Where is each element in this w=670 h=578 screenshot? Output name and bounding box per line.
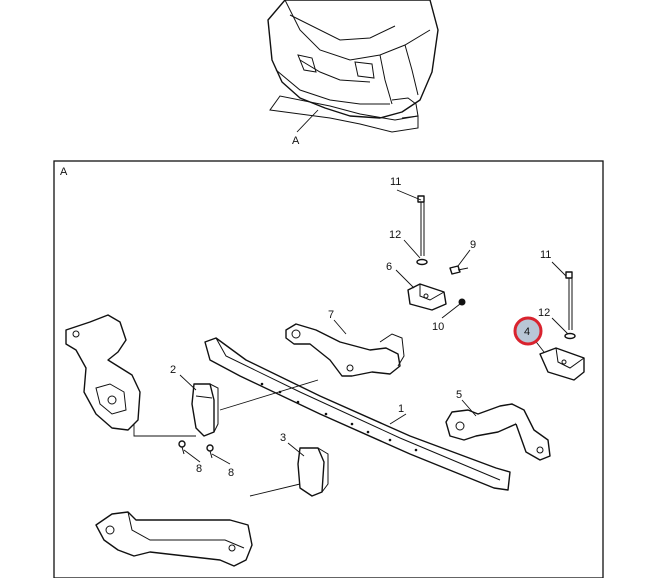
fastener-8-left	[178, 440, 186, 455]
callout-9: 9	[470, 239, 476, 251]
callout-ref-label: A	[292, 135, 300, 147]
vehicle-overview	[267, 0, 439, 133]
bolt-11-center	[417, 195, 425, 256]
left-tow-hook	[285, 323, 405, 377]
callout-5: 5	[456, 389, 462, 401]
callout-8-left: 8	[196, 463, 202, 475]
bolt-11-right	[565, 271, 573, 330]
callout-4[interactable]: 4	[524, 326, 530, 338]
bumper-beam	[204, 337, 511, 491]
frame-rail-upper-left	[65, 314, 141, 431]
washer-12-center	[416, 258, 428, 266]
left-support-bracket	[191, 383, 219, 437]
callout-3: 3	[280, 432, 286, 444]
callout-12-right: 12	[538, 307, 550, 319]
fastener-8-right	[206, 444, 214, 459]
highlight-ring[interactable]	[513, 316, 543, 346]
washer-12-right	[564, 332, 576, 340]
upper-bracket-right	[539, 347, 585, 381]
right-tow-hook	[445, 403, 551, 461]
callout-2: 2	[170, 364, 176, 376]
fastener-9	[449, 265, 469, 275]
nut-10	[458, 298, 466, 306]
view-label: A	[60, 166, 68, 178]
callout-1: 1	[398, 403, 404, 415]
leader-lines	[133, 189, 569, 497]
lower-bracket	[297, 447, 329, 497]
callout-10: 10	[432, 321, 444, 333]
detail-frame	[53, 160, 604, 578]
upper-bracket-center	[407, 283, 447, 311]
callout-8-right: 8	[228, 467, 234, 479]
callout-12-center: 12	[389, 229, 401, 241]
callout-11-center: 11	[390, 176, 401, 188]
callout-6-center: 6	[386, 261, 392, 273]
callout-7: 7	[328, 309, 334, 321]
frame-rail-lower-left	[95, 511, 253, 567]
callout-11-right: 11	[540, 249, 551, 261]
